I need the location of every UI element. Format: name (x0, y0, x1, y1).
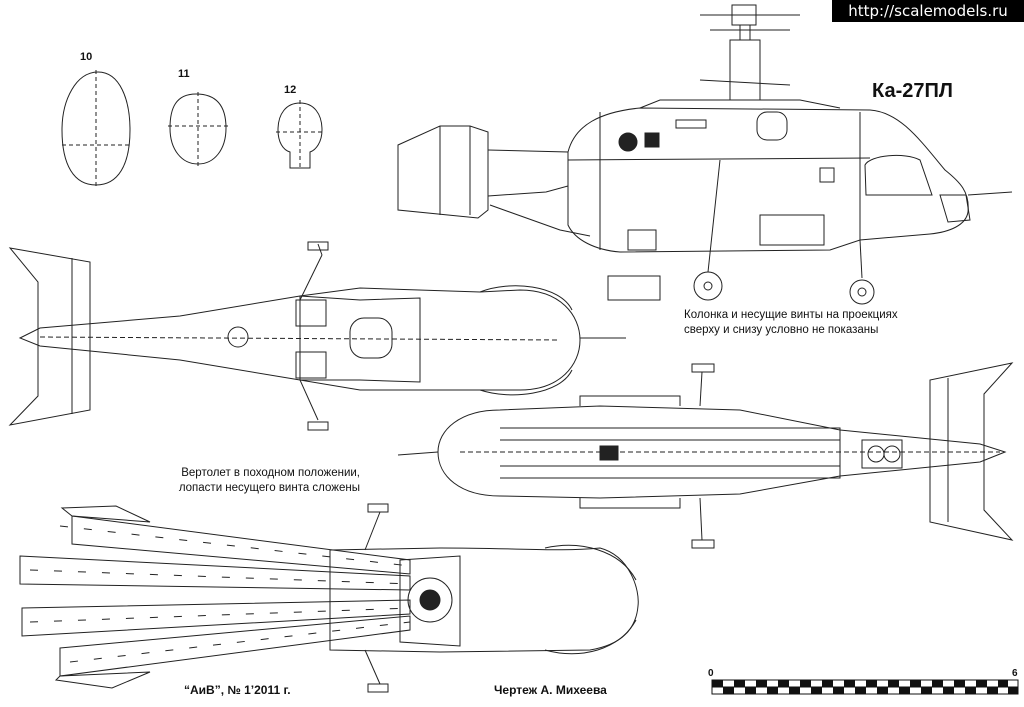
top-view (8, 241, 626, 431)
section-label-10: 10 (80, 51, 93, 63)
watermark-banner: http://scalemodels.ru (832, 0, 1024, 22)
scale-end-label: 6 (1012, 668, 1018, 679)
section-label-11: 11 (178, 68, 190, 80)
scale-bar (711, 679, 1019, 695)
source-credit: “АиВ”, № 1’2011 г. (184, 683, 291, 697)
author-credit: Чертеж А. Михеева (494, 683, 607, 697)
folded-view (19, 503, 639, 693)
note-folded-blades: Вертолет в походном положении, лопасти н… (178, 467, 360, 494)
scale-start-label: 0 (708, 668, 714, 679)
aircraft-title: Ка-27ПЛ (872, 80, 953, 102)
section-label-12: 12 (284, 84, 297, 96)
cross-section-12 (276, 100, 324, 170)
note-rotors-hidden: Колонка и несущие винты на проекциях све… (684, 309, 898, 336)
bottom-view (397, 362, 1014, 549)
side-view (397, 4, 1013, 305)
cross-section-11 (168, 92, 228, 166)
cross-section-10 (61, 70, 131, 187)
